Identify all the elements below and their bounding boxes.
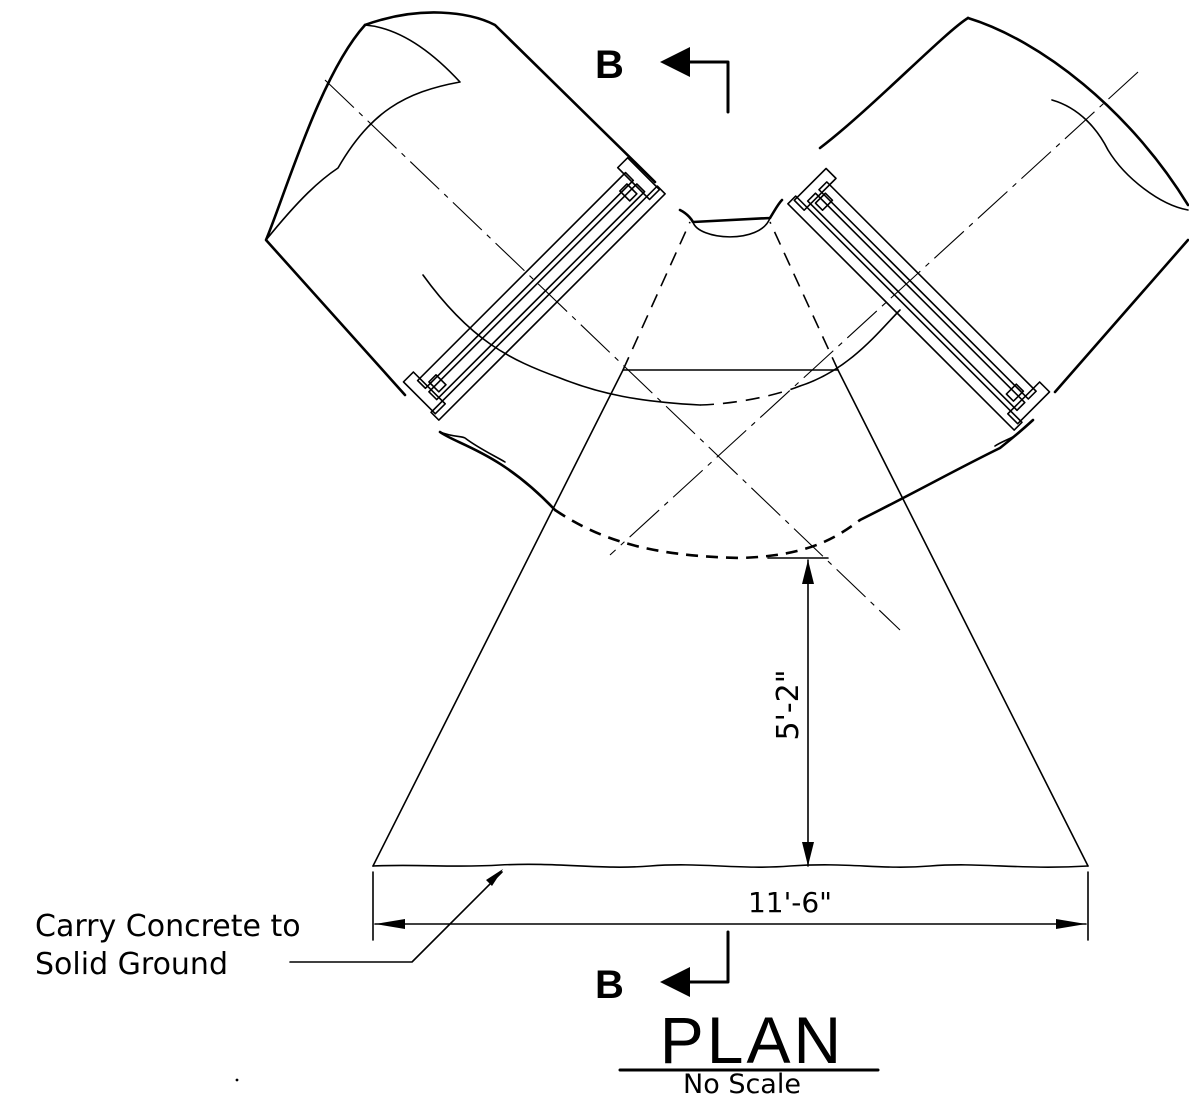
left-flange [402,156,666,421]
drawing-title: PLAN [660,1003,844,1077]
stray-mark [235,1078,239,1082]
section-marker-bottom [660,930,730,997]
left-pipe [264,11,901,631]
note-line-1: Carry Concrete to [35,909,301,944]
section-marker-top-label: B [595,43,624,87]
section-marker-top [660,47,730,114]
height-dimension-label: 5'-2" [771,669,806,740]
right-flange [787,167,1051,431]
right-pipe [609,16,1189,556]
elbow-body [422,198,1035,560]
note-leader [289,869,503,963]
concrete-block [372,221,1089,868]
section-marker-bottom-label: B [595,963,624,1007]
width-dimension [372,871,1089,941]
drawing-subtitle: No Scale [683,1069,801,1099]
height-dimension [767,557,829,867]
note-line-2: Solid Ground [35,947,228,982]
width-dimension-label: 11'-6" [748,886,832,919]
